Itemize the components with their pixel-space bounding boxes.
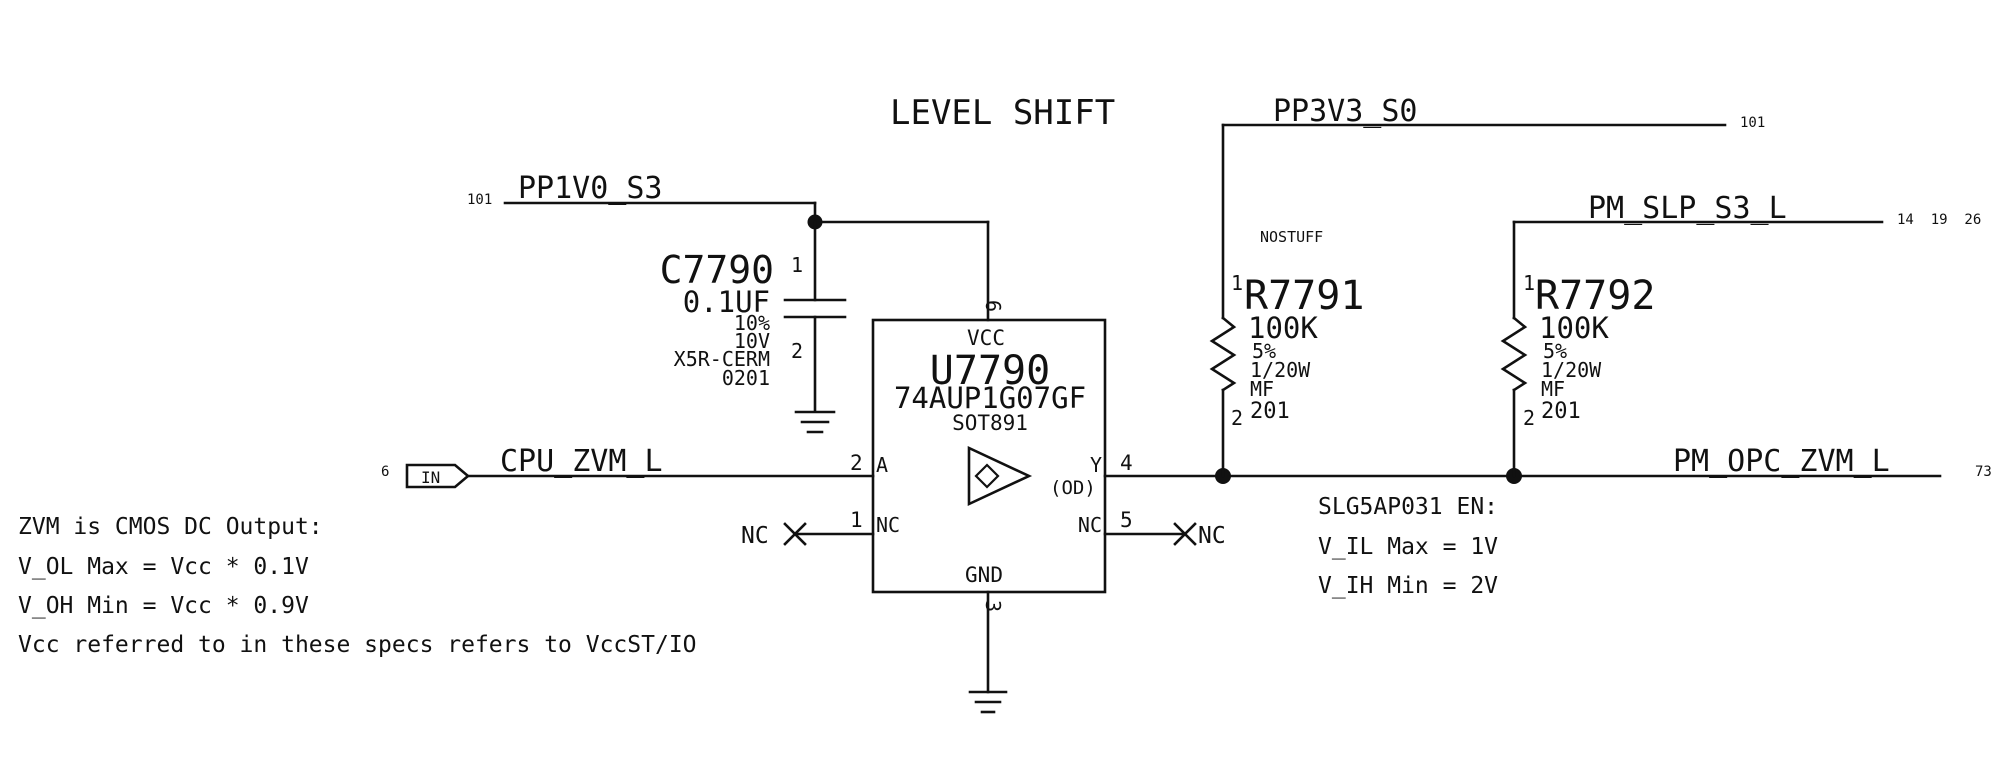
note-line: Vcc referred to in these specs refers to…	[18, 632, 697, 658]
r7791-ref: R7791	[1244, 273, 1364, 319]
capacitor-c7790: 1 2 C7790 0.1UF 10% 10V X5R-CERM 0201	[660, 220, 847, 412]
u7790-open-drain-label: (OD)	[1050, 477, 1096, 499]
nc-stub-pin1: NC	[741, 522, 875, 549]
nc-label-left: NC	[741, 523, 769, 549]
r7791-pin1: 1	[1231, 271, 1243, 295]
net-label-pp1v0: PP1V0_S3	[518, 171, 663, 206]
offpage-ref-pp3v3: 101	[1740, 115, 1765, 131]
note-line: V_IL Max = 1V	[1318, 534, 1498, 560]
r7792-package: 201	[1541, 399, 1581, 424]
net-pm-opc-zvm-l: PM_OPC_ZVM_L 73	[1103, 444, 1992, 484]
r7791-package: 201	[1250, 399, 1290, 424]
nc-label-right: NC	[1198, 523, 1226, 549]
note-line: ZVM is CMOS DC Output:	[18, 514, 323, 540]
u7790-ref: U7790	[930, 348, 1050, 394]
net-pp3v3-s0: PP3V3_S0 101	[1221, 94, 1765, 320]
u7790-package: SOT891	[952, 411, 1028, 435]
r7791-nostuff-note: NOSTUFF	[1260, 228, 1323, 246]
u7790-pin-a-number: 2	[850, 451, 863, 475]
r7792-pin1: 1	[1523, 271, 1535, 295]
nc-stub-pin5: NC	[1103, 522, 1226, 549]
r7792-power: 1/20W	[1541, 358, 1602, 382]
notes-slg5ap031-en: SLG5AP031 EN: V_IL Max = 1V V_IH Min = 2…	[1318, 494, 1498, 599]
r7791-type: MF	[1250, 377, 1274, 401]
net-pm-slp-s3-l: PM_SLP_S3_L 14 19 26	[1512, 191, 1981, 320]
r7792-type: MF	[1541, 377, 1565, 401]
offpage-refs-pm-slp: 14 19 26	[1897, 212, 1981, 228]
r7791-tolerance: 5%	[1252, 339, 1276, 363]
note-line: V_OL Max = Vcc * 0.1V	[18, 554, 309, 580]
resistor-r7791: NOSTUFF 1 R7791 100K 5% 1/20W MF 2 201	[1209, 228, 1364, 478]
c7790-tolerance: 10%	[734, 311, 770, 335]
c7790-pin1: 1	[791, 253, 803, 277]
u7790-vcc-label: VCC	[967, 326, 1005, 350]
offpage-ref-cpu-zvm: 6	[381, 464, 389, 480]
ground-symbol-c7790	[794, 410, 836, 434]
ground-symbol-u7790	[968, 590, 1008, 714]
u7790-pin-5-number: 5	[1120, 508, 1133, 532]
note-line: V_OH Min = Vcc * 0.9V	[18, 593, 309, 619]
note-line: SLG5AP031 EN:	[1318, 494, 1498, 520]
r7792-tolerance: 5%	[1543, 339, 1567, 363]
u7790-pin-1-number: 1	[850, 508, 863, 532]
u7790-gnd-pin-number: 3	[981, 600, 1005, 612]
r7792-pin2: 2	[1523, 406, 1535, 430]
input-port-flag	[405, 463, 471, 489]
net-label-cpu-zvm: CPU_ZVM_L	[500, 444, 663, 479]
diagram-title: LEVEL SHIFT	[890, 93, 1115, 133]
offpage-ref-pm-opc-zvm: 73	[1975, 464, 1992, 480]
r7792-ref: R7792	[1535, 273, 1655, 319]
u7790-pin-5-label: NC	[1078, 513, 1102, 537]
note-line: V_IH Min = 2V	[1318, 573, 1498, 599]
r7791-pin2: 2	[1231, 406, 1243, 430]
u7790-part-number: 74AUP1G07GF	[894, 381, 1086, 415]
c7790-value: 0.1UF	[683, 285, 770, 319]
c7790-pin2: 2	[791, 339, 803, 363]
ic-u7790: 6 VCC U7790 74AUP1G07GF SOT891 2 A Y 4 (…	[850, 300, 1133, 612]
u7790-pin-y-label: Y	[1090, 453, 1102, 477]
offpage-ref-pp1v0: 101	[467, 192, 492, 208]
u7790-pin-a-label: A	[876, 453, 888, 477]
net-label-pm-slp: PM_SLP_S3_L	[1588, 191, 1787, 226]
u7790-gnd-label: GND	[965, 563, 1003, 587]
input-port-label: IN	[421, 468, 440, 487]
c7790-voltage: 10V	[734, 329, 770, 353]
r7791-value: 100K	[1248, 311, 1318, 345]
net-pp1v0-s3: 101 PP1V0_S3	[467, 171, 990, 322]
u7790-pin-1-label: NC	[876, 513, 900, 537]
r7792-value: 100K	[1539, 311, 1609, 345]
c7790-dielectric: X5R-CERM	[674, 347, 770, 371]
c7790-package: 0201	[722, 366, 770, 390]
net-label-pm-opc-zvm: PM_OPC_ZVM_L	[1673, 444, 1890, 479]
net-cpu-zvm-l: 6 IN CPU_ZVM_L	[381, 444, 875, 489]
r7791-power: 1/20W	[1250, 358, 1311, 382]
c7790-ref: C7790	[660, 248, 774, 292]
u7790-pin-y-number: 4	[1120, 451, 1133, 475]
u7790-vcc-pin-number: 6	[981, 300, 1005, 312]
resistor-r7792: 1 R7792 100K 5% 1/20W MF 2 201	[1500, 271, 1655, 478]
net-label-pp3v3: PP3V3_S0	[1273, 94, 1418, 129]
notes-zvm-spec: ZVM is CMOS DC Output: V_OL Max = Vcc * …	[18, 514, 697, 658]
